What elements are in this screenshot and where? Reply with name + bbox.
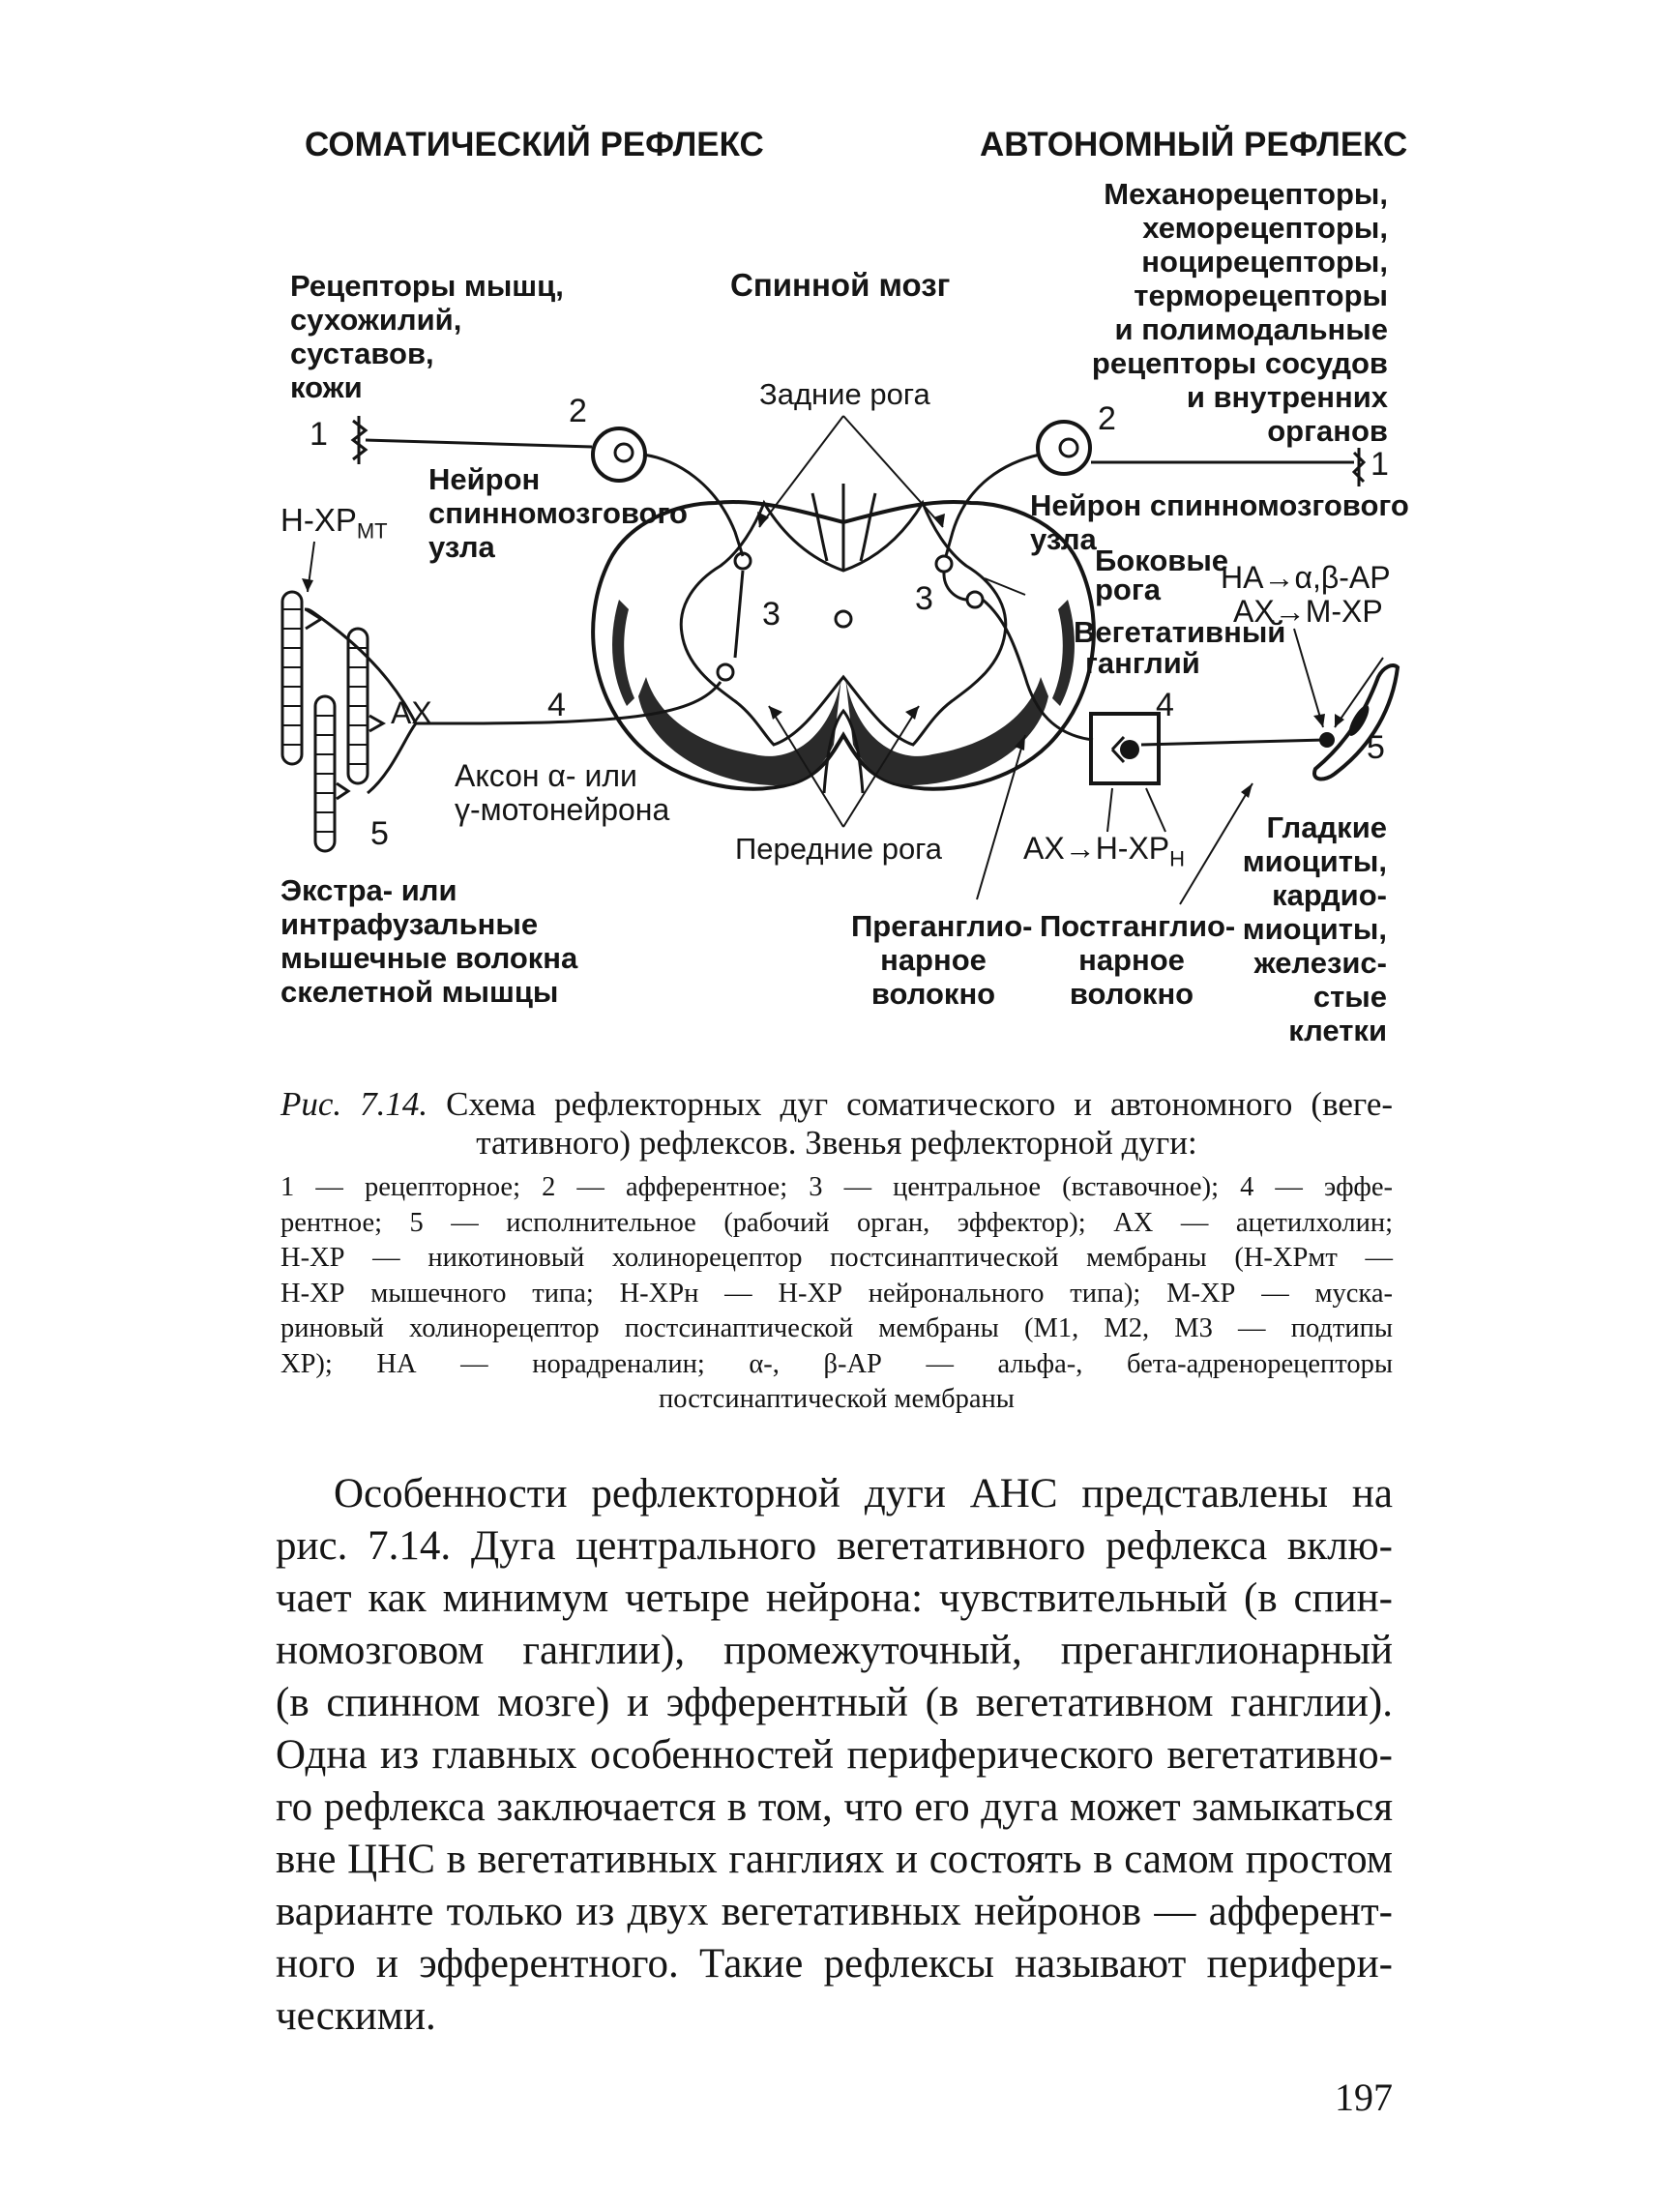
figure-caption-title: Рис. 7.14. Схема рефлекторных дуг сомати… — [280, 1085, 1394, 1162]
body-paragraph: Особенности рефлекторной дуги АНС предст… — [276, 1471, 1393, 2039]
veg-ganglion-label: Вегетативный ганглий — [1074, 615, 1286, 680]
muscle-fibers-label: Экстра- или интрафузальные мышечные воло… — [280, 873, 578, 1009]
dorsal-horns-label: Задние рога — [759, 377, 930, 411]
label-2-autonomic: 2 — [1098, 400, 1116, 437]
ventral-horns-label: Передние рога — [735, 832, 943, 866]
somatic-receptor — [350, 416, 368, 464]
page-number: 197 — [1335, 2076, 1393, 2119]
spinal-ganglion-neuron-right — [1036, 420, 1092, 476]
label-5-autonomic: 5 — [1367, 729, 1385, 766]
gray-matter — [679, 499, 1008, 747]
figure-caption-legend: 1 — рецепторное; 2 — афферентное; 3 — це… — [280, 1172, 1393, 1414]
label-5-somatic: 5 — [370, 815, 389, 852]
label-2-somatic: 2 — [569, 393, 587, 429]
reflex-arc-diagram — [280, 415, 1400, 905]
autonomic-receptors-label: Механорецепторы, хеморецепторы, ноциреце… — [1091, 177, 1388, 448]
preganglionic-fiber-label: Преганглио- нарное волокно — [851, 909, 1033, 1011]
spinal-cord-label: Спинной мозг — [730, 267, 951, 303]
dorsal-horns-arrows — [758, 415, 944, 528]
label-1-somatic: 1 — [309, 416, 328, 453]
ventral-horns-arrows — [768, 705, 920, 828]
postganglionic-fiber-label: Постганглио- нарное волокно — [1040, 909, 1236, 1011]
spinal-cord-outline — [591, 500, 1096, 791]
axon-label: Аксон α- или γ-мотонейрона — [455, 758, 670, 827]
somatic-reflex-heading: СОМАТИЧЕСКИЙ РЕФЛЕКС — [305, 126, 764, 163]
ach-label-left: АХ — [391, 695, 432, 730]
somatic-motor-axon — [416, 681, 722, 725]
autonomic-receptor — [1351, 448, 1367, 486]
label-4-somatic: 4 — [547, 687, 566, 723]
figure-label: Рис. 7.14. — [280, 1085, 428, 1123]
label-3-left: 3 — [762, 596, 781, 633]
lateral-band-right — [1052, 600, 1075, 706]
central-canal — [834, 609, 853, 629]
ach-m-xr-label: АХ→М-ХР — [1233, 594, 1383, 629]
neuron-left-label: Нейрон спинномозгового узла — [428, 462, 688, 564]
lateral-band-left — [612, 600, 634, 706]
dorsal-fissure — [811, 484, 877, 571]
label-1-autonomic: 1 — [1371, 446, 1389, 483]
lateral-horns-label: Боковые рога — [1095, 544, 1229, 606]
preganglionic-fiber — [982, 598, 1094, 742]
autonomic-reflex-heading: АВТОНОМНЫЙ РЕФЛЕКС — [980, 126, 1408, 163]
ventral-white-matter — [638, 677, 841, 785]
ventral-fissure — [822, 708, 865, 794]
ach-n-xr-label: АХ→Н-ХРН — [1023, 831, 1186, 871]
n-xr-mt-label: Н-ХРМТ — [280, 502, 388, 544]
na-receptor-label: НА→α,β-АР — [1221, 560, 1391, 595]
vegetative-ganglion — [1089, 712, 1161, 785]
ventral-white-matter-right — [845, 677, 1048, 785]
neuron-right-label: Нейрон спинномозгового узла — [1030, 488, 1409, 556]
label-3-right: 3 — [915, 580, 933, 617]
label-4-autonomic: 4 — [1156, 687, 1174, 723]
smooth-muscle-label: Гладкие миоциты, кардио- миоциты, желези… — [1242, 810, 1387, 1047]
somatic-receptors-label: Рецепторы мышц, сухожилий, суставов, кож… — [290, 269, 564, 404]
